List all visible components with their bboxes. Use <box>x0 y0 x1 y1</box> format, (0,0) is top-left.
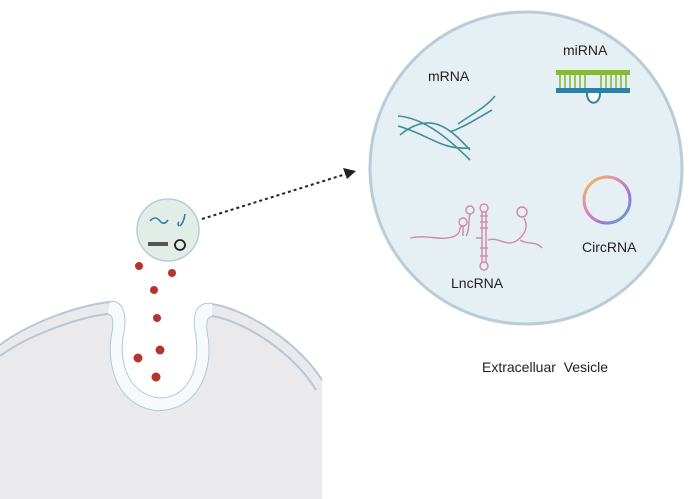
small-mrna-icon-2 <box>177 213 186 227</box>
small-mrna-icon <box>149 217 169 225</box>
particle <box>133 353 143 363</box>
lncrna-structure-icon <box>409 203 543 271</box>
arrow-line <box>201 173 347 220</box>
mrna-label: mRNA <box>428 68 470 84</box>
invagination-lumen <box>108 301 212 411</box>
large-vesicle-body <box>368 10 684 326</box>
circrna-label: CircRNA <box>582 239 637 255</box>
particle <box>135 262 143 270</box>
particle <box>153 314 161 322</box>
large-vesicle: mRNA miRNA <box>368 10 684 326</box>
mirna-label: miRNA <box>563 42 608 58</box>
small-vesicle <box>136 198 200 262</box>
small-vesicle-body <box>136 198 200 262</box>
particle <box>155 345 165 355</box>
vesicle-zoom-arrow <box>201 168 356 220</box>
vesicle-caption: Extracelluar Vesicle <box>482 359 608 375</box>
particle <box>150 286 158 294</box>
released-particles <box>133 262 176 382</box>
arrow-head <box>343 168 356 179</box>
small-circrna-icon <box>174 239 186 251</box>
particle <box>168 269 176 277</box>
lncrna-label: LncRNA <box>451 275 504 291</box>
mirna-hairpin-icon <box>556 70 630 104</box>
circrna-ring-icon <box>582 175 632 225</box>
small-mirna-icon <box>148 242 168 246</box>
cell <box>0 300 323 499</box>
mrna-strands-icon <box>397 95 496 161</box>
particle <box>151 372 161 382</box>
